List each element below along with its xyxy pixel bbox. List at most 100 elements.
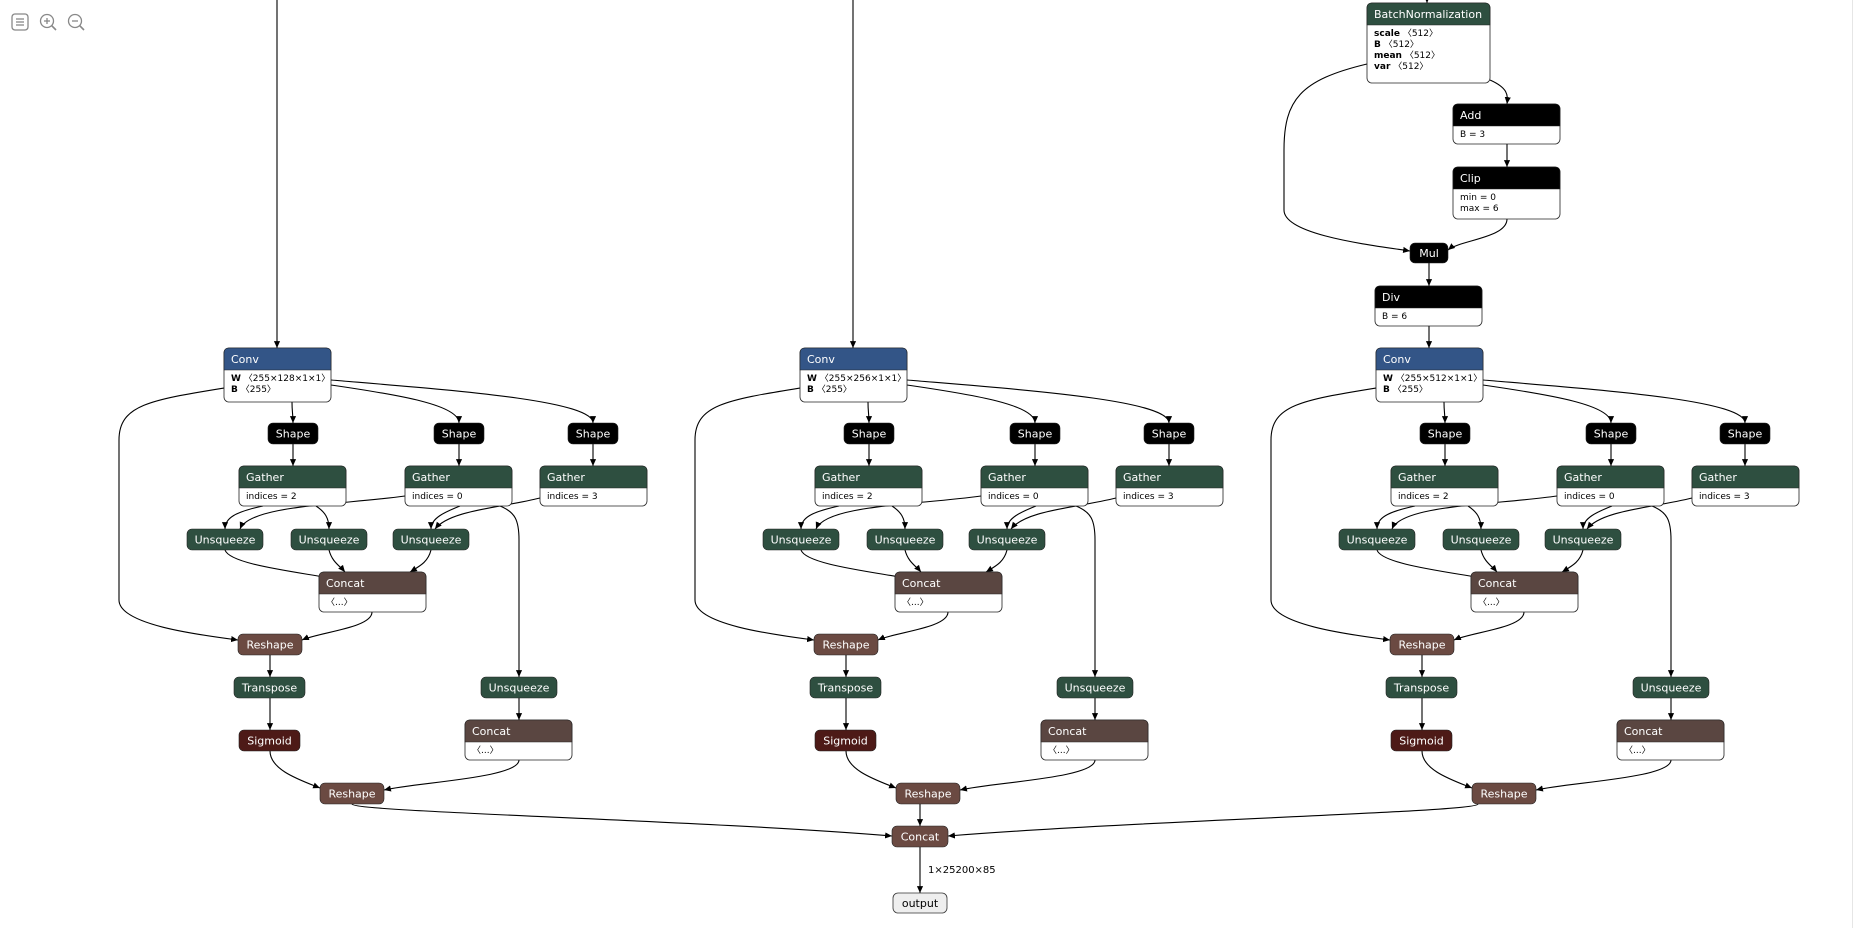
head1-unsqueeze-node-2[interactable]: Unsqueeze [290, 528, 368, 551]
head1-reshape-node-label: Reshape [246, 639, 293, 652]
head3-unsqueeze-node-2-label: Unsqueeze [1451, 534, 1512, 547]
head1-reshape-node-2-label: Reshape [328, 788, 375, 801]
head2-unsqueeze-node-2[interactable]: Unsqueeze [866, 528, 944, 551]
head3-gather-node-1-header [1390, 465, 1499, 489]
head1-edge-concat2-reshape2 [383, 759, 520, 792]
head1-shape-node-2[interactable]: Shape [433, 422, 485, 445]
head2-unsqueeze-node-3[interactable]: Unsqueeze [968, 528, 1046, 551]
head3-gather-node-3-title: Gather [1699, 471, 1737, 484]
head1-transpose-node[interactable]: Transpose [233, 676, 306, 699]
head1-unsqueeze-node-4-box [480, 676, 558, 699]
head1-unsqueeze-node-2-label: Unsqueeze [299, 534, 360, 547]
mul-node[interactable]: Mul [1409, 242, 1449, 264]
head3-gather-node-2-attr: indices = 0 [1564, 492, 1615, 502]
head2-concat-node-2[interactable]: Concat〈...〉 [1040, 719, 1149, 761]
head1-concat-node-title: Concat [326, 577, 365, 590]
head1-shape-node-1[interactable]: Shape [267, 422, 319, 445]
head1-unsqueeze-node-4-label: Unsqueeze [489, 682, 550, 695]
head2-edge-conv-shape2 [906, 384, 1039, 424]
head2-unsqueeze-node-1[interactable]: Unsqueeze [762, 528, 840, 551]
head1-unsqueeze-node-3[interactable]: Unsqueeze [392, 528, 470, 551]
head2-transpose-node-box [809, 676, 882, 699]
head2-shape-node-2[interactable]: Shape [1009, 422, 1061, 445]
head2-transpose-node-label: Transpose [817, 682, 874, 695]
sidebar-toggle-button[interactable] [10, 12, 30, 32]
head3-unsqueeze-node-2[interactable]: Unsqueeze [1442, 528, 1520, 551]
head3-conv-node-attr: W 〈255×512×1×1〉 [1383, 373, 1482, 384]
head3-transpose-node[interactable]: Transpose [1385, 676, 1458, 699]
head2-concat-node[interactable]: Concat〈...〉 [894, 571, 1003, 613]
head2-shape-node-3[interactable]: Shape [1143, 422, 1195, 445]
head1-concat-node-2[interactable]: Concat〈...〉 [464, 719, 573, 761]
head3-unsqueeze-node-4-label: Unsqueeze [1641, 682, 1702, 695]
head3-shape-node-2[interactable]: Shape [1585, 422, 1637, 445]
head3-reshape-node-2[interactable]: Reshape [1471, 782, 1537, 805]
head3-shape-node-3[interactable]: Shape [1719, 422, 1771, 445]
mul-node-label: Mul [1419, 247, 1439, 260]
head2-unsqueeze-node-4[interactable]: Unsqueeze [1056, 676, 1134, 699]
head1-unsqueeze-node-1[interactable]: Unsqueeze [186, 528, 264, 551]
head1-gather-node-1-title: Gather [246, 471, 284, 484]
head2-shape-node-1-label: Shape [852, 428, 887, 441]
head3-shape-node-3-label: Shape [1728, 428, 1763, 441]
head3-gather-node-1-title: Gather [1398, 471, 1436, 484]
head1-reshape-node-2[interactable]: Reshape [319, 782, 385, 805]
head3-reshape-node[interactable]: Reshape [1389, 633, 1455, 656]
final-concat-node-box [891, 825, 949, 848]
head3-edge-gather3-unsq3 [1586, 497, 1693, 530]
head1-shape-node-3[interactable]: Shape [567, 422, 619, 445]
head2-sigmoid-node-box [814, 729, 877, 752]
head3-unsqueeze-node-3[interactable]: Unsqueeze [1544, 528, 1622, 551]
head3-unsqueeze-node-4[interactable]: Unsqueeze [1632, 676, 1710, 699]
head2-reshape-node-2[interactable]: Reshape [895, 782, 961, 805]
head2-reshape-node[interactable]: Reshape [813, 633, 879, 656]
div-node-attr: B = 6 [1382, 312, 1407, 322]
head3-unsqueeze-node-1-label: Unsqueeze [1347, 534, 1408, 547]
head1-conv-node-attr: B 〈255〉 [231, 384, 276, 395]
head1-sigmoid-node[interactable]: Sigmoid [238, 729, 301, 752]
head3-concat-node[interactable]: Concat〈...〉 [1470, 571, 1579, 613]
head2-reshape-node-box [813, 633, 879, 656]
head3-unsqueeze-node-1[interactable]: Unsqueeze [1338, 528, 1416, 551]
zoom-out-button[interactable] [66, 12, 86, 32]
final-concat-node[interactable]: Concat [891, 825, 949, 848]
head2-concat-node-2-attr: 〈...〉 [1048, 745, 1075, 756]
head1-shape-node-1-label: Shape [276, 428, 311, 441]
head1-unsqueeze-node-4[interactable]: Unsqueeze [480, 676, 558, 699]
output-node[interactable]: output [892, 892, 948, 914]
head1-edge-concat-reshape [301, 611, 373, 641]
head3-conv-node-attr: B 〈255〉 [1383, 384, 1428, 395]
head1-reshape-node[interactable]: Reshape [237, 633, 303, 656]
head3-shape-node-1[interactable]: Shape [1419, 422, 1471, 445]
head1-transpose-node-box [233, 676, 306, 699]
head3-sigmoid-node[interactable]: Sigmoid [1390, 729, 1453, 752]
head2-gather-node-3-title: Gather [1123, 471, 1161, 484]
head2-sigmoid-node[interactable]: Sigmoid [814, 729, 877, 752]
zoom-in-button[interactable] [38, 12, 58, 32]
head1-unsqueeze-node-2-box [290, 528, 368, 551]
batchnorm-node-attr: mean 〈512〉 [1374, 50, 1440, 61]
head2-gather-node-3-header [1115, 465, 1224, 489]
head1-concat-node[interactable]: Concat〈...〉 [318, 571, 427, 613]
head2-transpose-node[interactable]: Transpose [809, 676, 882, 699]
head3-concat-node-2[interactable]: Concat〈...〉 [1616, 719, 1725, 761]
head2-shape-node-1[interactable]: Shape [843, 422, 895, 445]
graph-edges [118, 0, 1749, 893]
